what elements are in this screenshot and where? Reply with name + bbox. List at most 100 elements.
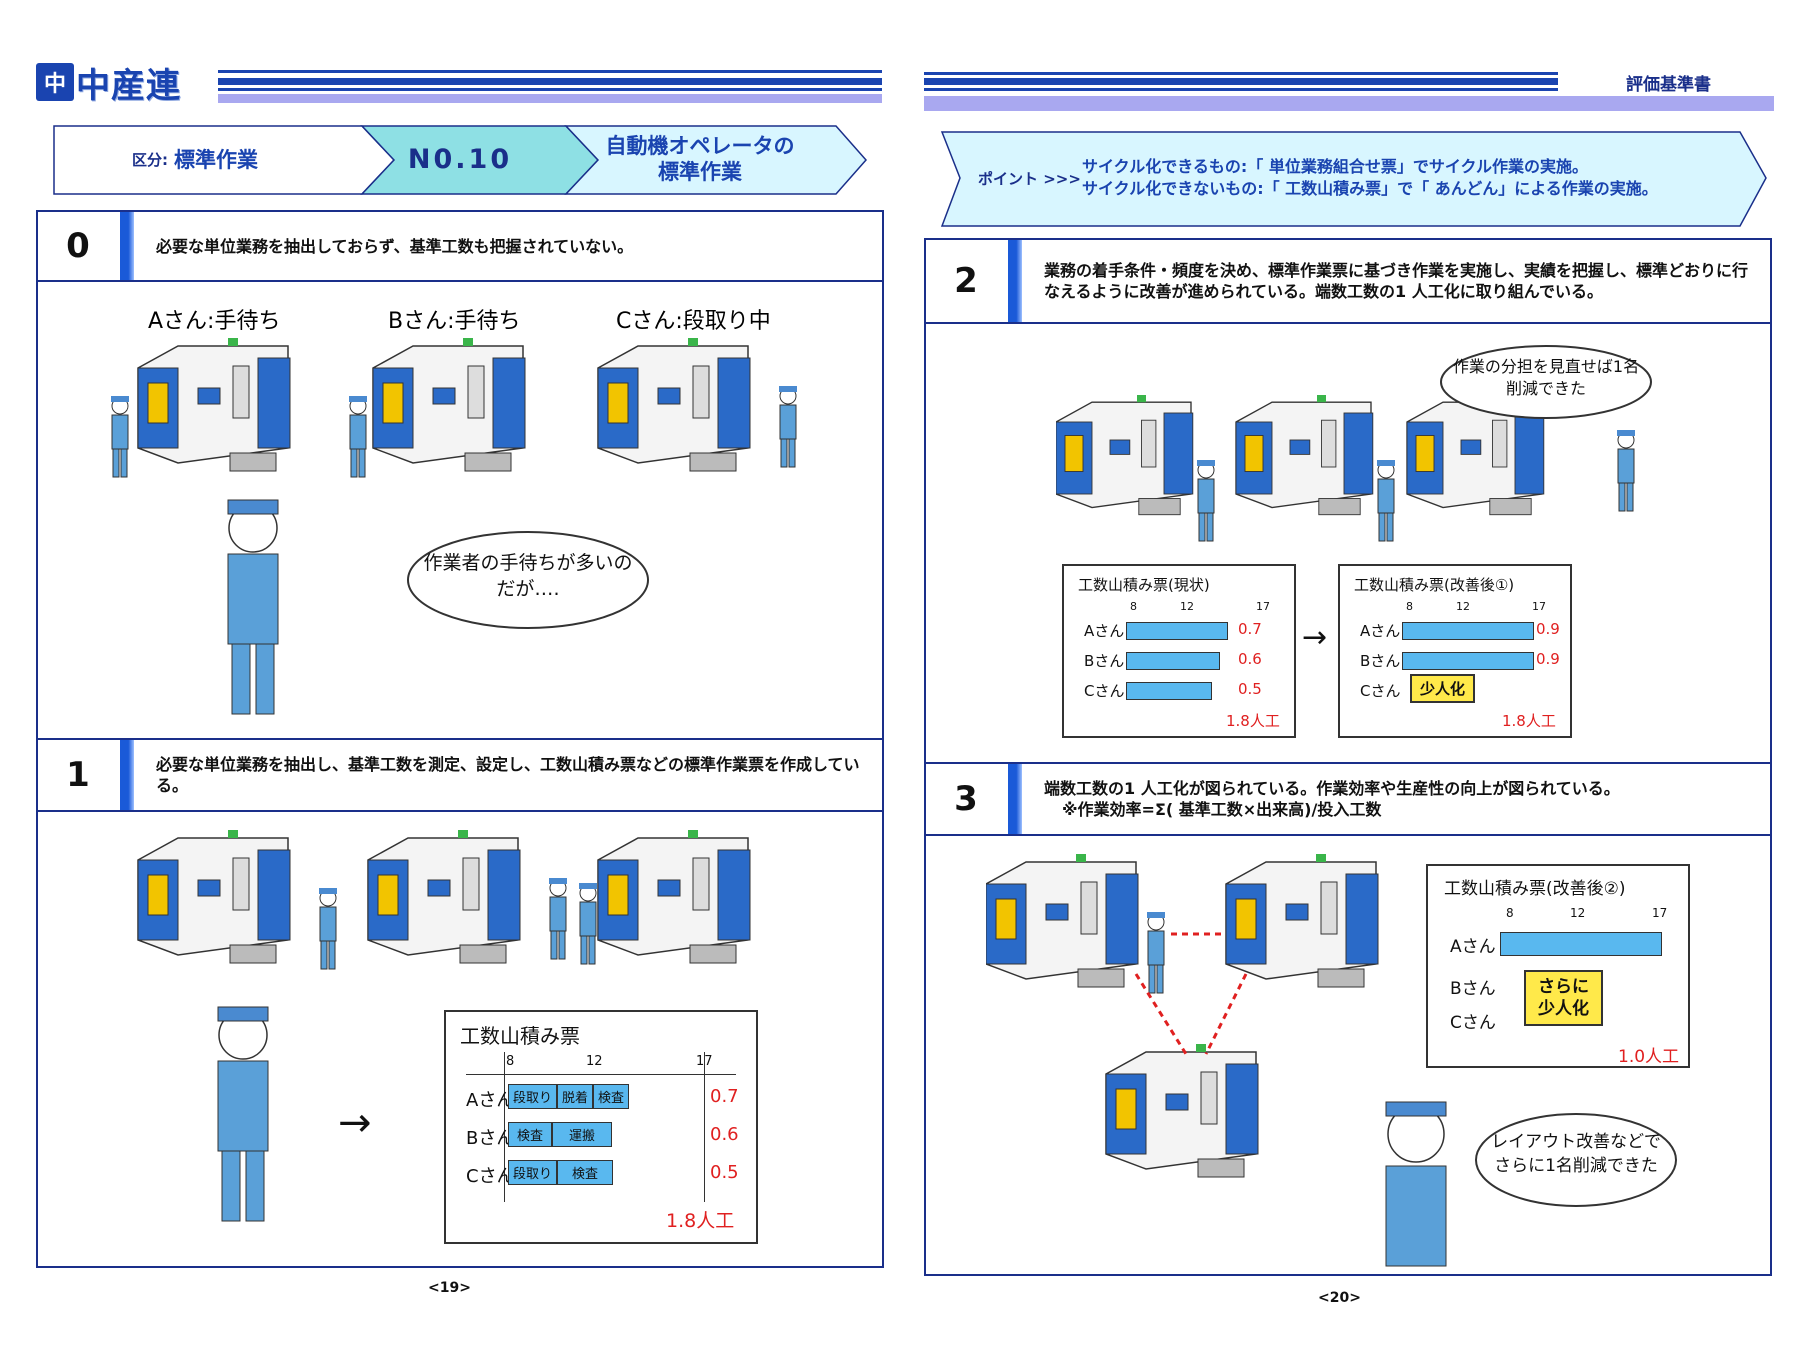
level-3-row-c: Cさん bbox=[1450, 1013, 1496, 1033]
worker-b-label: Bさん:手待ち bbox=[388, 309, 521, 334]
level-2-right-b-value: 0.9 bbox=[1536, 650, 1560, 668]
row-b-task-1: 検査 bbox=[508, 1122, 553, 1147]
row-b-bar: 検査 運搬 bbox=[508, 1122, 613, 1147]
logo-text: 中産連 bbox=[76, 65, 181, 106]
level-0-speech: 作業者の手待ちが多いのだが‥‥ bbox=[423, 552, 633, 600]
level-2-text: 業務の着手条件・頻度を決め、標準作業票に基づき作業を実施し、実績を把握し、標準ど… bbox=[1044, 261, 1749, 301]
category-label: 区分: bbox=[132, 150, 168, 169]
level-2-right-c: Cさん bbox=[1360, 682, 1401, 700]
level-3-layout-illustration bbox=[986, 854, 1379, 1178]
level-2-left-b-value: 0.6 bbox=[1238, 650, 1262, 668]
level-2-arrow-icon: → bbox=[1302, 620, 1328, 655]
level-0-text: 必要な単位業務を抽出しておらず、基準工数も把握されていない。 bbox=[156, 236, 634, 256]
level-2-chart-improved: 工数山積み票(改善後①) 8 12 17 Aさん 0.9 Bさん 0.9 Cさん… bbox=[1338, 564, 1572, 738]
row-a-task-3: 検査 bbox=[593, 1084, 630, 1109]
logo-mark: 中 bbox=[36, 63, 74, 101]
level-3-tick-8: 8 bbox=[1506, 906, 1514, 920]
level-3-burst-line1: さらに bbox=[1538, 977, 1589, 997]
level-0-illustration: Aさん:手待ち Bさん:手待ち Cさん:段取り中 作業者の手待ちが多いのだが‥‥ bbox=[110, 309, 798, 715]
level-2-tick-12: 12 bbox=[1180, 600, 1194, 613]
level-1-accent bbox=[120, 740, 134, 810]
level-2-chart-current: 工数山積み票(現状) 8 12 17 Aさん 0.7 Bさん 0.6 Cさん 0… bbox=[1062, 564, 1296, 738]
level-0-number: 0 bbox=[66, 226, 90, 266]
level-1-text: 必要な単位業務を抽出し、基準工数を測定、設定し、工数山積み票などの標準作業票を作… bbox=[156, 755, 860, 795]
tick-12: 12 bbox=[586, 1054, 603, 1069]
row-c-task-2: 検査 bbox=[557, 1160, 614, 1185]
level-2-right-total: 1.8人工 bbox=[1502, 712, 1556, 730]
level-3-tick-17: 17 bbox=[1652, 906, 1668, 920]
row-b-task-2: 運搬 bbox=[552, 1122, 613, 1147]
level-1-supervisor bbox=[217, 1006, 269, 1222]
worker-c-label: Cさん:段取り中 bbox=[616, 309, 771, 334]
worker-a-label: Aさん:手待ち bbox=[148, 309, 280, 334]
tick-8: 8 bbox=[506, 1054, 515, 1069]
level-1-header: 1 必要な単位業務を抽出し、基準工数を測定、設定し、工数山積み票などの標準作業票… bbox=[38, 740, 882, 812]
level-3-number: 3 bbox=[954, 779, 978, 819]
level-3-total: 1.0人工 bbox=[1618, 1047, 1680, 1067]
item-title-line1: 自動機オペレータの bbox=[605, 134, 795, 158]
level-2-number: 2 bbox=[954, 261, 978, 301]
level-2-left-c-bar bbox=[1126, 682, 1212, 700]
category-value: 標準作業 bbox=[174, 148, 258, 172]
level-3-speech: レイアウト改善などでさらに1名削減できた bbox=[1491, 1132, 1661, 1176]
row-a-task-2: 脱着 bbox=[557, 1084, 594, 1109]
level-3-text: 端数工数の1 人工化が図られている。作業効率や生産性の向上が図られている。 ※作… bbox=[1044, 764, 1754, 834]
level-2-left-a: Aさん bbox=[1084, 622, 1125, 640]
row-b-name: Bさん bbox=[466, 1128, 515, 1149]
level-1-chart-title: 工数山積み票 bbox=[460, 1024, 580, 1048]
document-title: 評価基準書 bbox=[1626, 75, 1711, 95]
level-2-tick-8: 8 bbox=[1130, 600, 1137, 613]
level-2-right-b: Bさん bbox=[1360, 652, 1401, 670]
level-2-burst: 少人化 bbox=[1410, 674, 1476, 703]
level-2-left-total: 1.8人工 bbox=[1226, 712, 1280, 730]
level-2-chart-current-title: 工数山積み票(現状) bbox=[1078, 576, 1210, 594]
category-chevron-row bbox=[53, 125, 868, 195]
right-page-number: <20> bbox=[1318, 1290, 1361, 1306]
category-box: 区分: 標準作業 bbox=[60, 124, 330, 194]
logo: 中 中産連 bbox=[36, 62, 181, 106]
point-label: ポイント >>> bbox=[978, 170, 1081, 188]
level-3-section: 3 端数工数の1 人工化が図られている。作業効率や生産性の向上が図られている。 … bbox=[924, 762, 1772, 1276]
row-a-task-1: 段取り bbox=[508, 1084, 558, 1109]
level-2-chart-improved-title: 工数山積み票(改善後①) bbox=[1354, 576, 1515, 594]
level-1-machines bbox=[137, 829, 751, 970]
level-3-text-line1: 端数工数の1 人工化が図られている。作業効率や生産性の向上が図られている。 bbox=[1044, 779, 1620, 798]
item-title-line2: 標準作業 bbox=[658, 160, 742, 184]
level-1-total: 1.8人工 bbox=[666, 1210, 735, 1232]
point-box bbox=[940, 131, 1767, 227]
row-a-name: Aさん bbox=[466, 1090, 515, 1111]
level-0-section: 0 必要な単位業務を抽出しておらず、基準工数も把握されていない。 bbox=[36, 210, 884, 744]
level-2-right-b-bar bbox=[1402, 652, 1534, 670]
point-line-2: サイクル化できないもの:「 工数山積み票」で「 あんどん」による作業の実施。 bbox=[1082, 179, 1658, 198]
level-2-right-a-value: 0.9 bbox=[1536, 620, 1560, 638]
level-3-burst: さらに 少人化 bbox=[1524, 970, 1603, 1026]
level-2-tick-8b: 8 bbox=[1406, 600, 1413, 613]
left-page-number: <19> bbox=[428, 1280, 471, 1296]
row-c-task-1: 段取り bbox=[508, 1160, 558, 1185]
level-2-accent bbox=[1008, 240, 1022, 322]
level-0-header: 0 必要な単位業務を抽出しておらず、基準工数も把握されていない。 bbox=[38, 212, 882, 282]
level-2-left-b: Bさん bbox=[1084, 652, 1125, 670]
arrow-right-icon: → bbox=[338, 1100, 372, 1146]
level-3-row-a-bar bbox=[1500, 932, 1662, 956]
level-2-left-b-bar bbox=[1126, 652, 1220, 670]
level-1-section: 1 必要な単位業務を抽出し、基準工数を測定、設定し、工数山積み票などの標準作業票… bbox=[36, 738, 884, 1268]
level-2-right-a: Aさん bbox=[1360, 622, 1401, 640]
point-text: サイクル化できるもの:「 単位業務組合せ票」でサイクル作業の実施。 サイクル化で… bbox=[1082, 156, 1658, 200]
level-1-chart: 工数山積み票 8 12 17 Aさん 段取り 脱着 検査 0.7 Bさん 検査 … bbox=[444, 1010, 758, 1244]
level-2-tick-17b: 17 bbox=[1532, 600, 1546, 613]
row-a-bar: 段取り 脱着 検査 bbox=[508, 1084, 630, 1109]
level-0-speech-bubble bbox=[407, 531, 649, 629]
level-3-supervisor bbox=[1385, 1101, 1677, 1267]
level-3-chart-title: 工数山積み票(改善後②) bbox=[1444, 879, 1626, 899]
row-b-value: 0.6 bbox=[710, 1124, 739, 1145]
row-c-value: 0.5 bbox=[710, 1162, 739, 1183]
level-2-section: 2 業務の着手条件・頻度を決め、標準作業票に基づき作業を実施し、実績を把握し、標… bbox=[924, 238, 1772, 768]
row-c-bar: 段取り 検査 bbox=[508, 1160, 614, 1185]
level-3-row-b: Bさん bbox=[1450, 979, 1496, 999]
level-2-tick-17: 17 bbox=[1256, 600, 1270, 613]
level-3-accent bbox=[1008, 764, 1022, 834]
level-2-speech: 作業の分担を見直せば1名削減できた bbox=[1452, 357, 1640, 398]
level-3-chart: 工数山積み票(改善後②) 8 12 17 Aさん Bさん Cさん さらに 少人化… bbox=[1426, 864, 1690, 1068]
level-2-machines bbox=[1056, 345, 1652, 542]
